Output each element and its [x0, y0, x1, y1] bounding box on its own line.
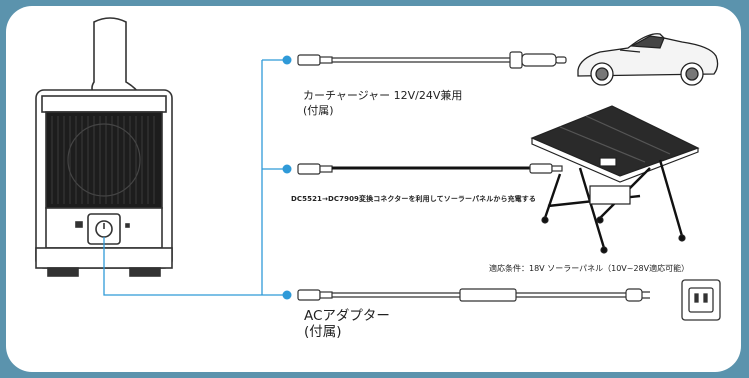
- car-charger-label-line1: カーチャージャー 12V/24V兼用: [303, 89, 463, 102]
- car-charger-cable: [297, 51, 567, 69]
- car-charger-label: カーチャージャー 12V/24V兼用 (付属): [303, 88, 462, 118]
- ac-adapter-cable: [297, 288, 650, 302]
- ac-adapter-label: ACアダプター (付属): [304, 308, 390, 340]
- solar-panel-table-icon: [530, 105, 700, 254]
- diagram-canvas: [35, 17, 721, 321]
- solar-condition-label: 適応条件：18V ソーラーパネル（10V~28V適応可能）: [489, 264, 690, 273]
- connector-dots: [282, 55, 292, 300]
- ac-adapter-label-line2: (付属): [304, 324, 342, 340]
- car-charger-label-line2: (付属): [303, 104, 334, 117]
- car-icon: [577, 33, 719, 86]
- solar-connection-label: DC5521→DC7909変換コネクターを利用してソーラーパネルから充電する: [291, 195, 536, 203]
- solar-cable: [297, 163, 563, 175]
- wall-outlet-icon: [681, 279, 721, 321]
- ac-adapter-label-line1: ACアダプター: [304, 308, 390, 324]
- diagram-panel: カーチャージャー 12V/24V兼用 (付属) DC5521→DC7909変換コ…: [6, 6, 741, 372]
